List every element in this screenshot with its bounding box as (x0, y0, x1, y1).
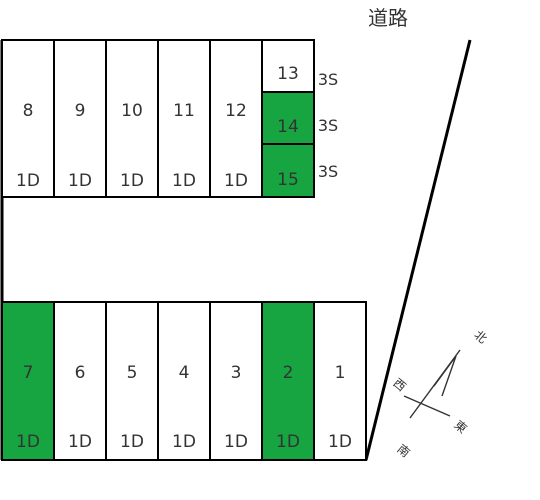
space-type: 3S (318, 162, 338, 181)
space-box (53, 301, 107, 461)
compass-ns-line (409, 349, 461, 419)
parking-space[interactable]: 3 1D (209, 301, 263, 461)
space-box (53, 39, 107, 198)
space-box (313, 301, 367, 461)
parking-space[interactable]: 8 1D (1, 39, 55, 198)
space-box (105, 301, 159, 461)
parking-space[interactable]: 9 1D (53, 39, 107, 198)
parking-space[interactable]: 1 1D (313, 301, 367, 461)
space-type: 1D (172, 432, 196, 452)
compass-north: 北 (471, 328, 489, 346)
space-type: 1D (328, 432, 352, 452)
space-number: 10 (121, 101, 143, 121)
space-type: 3S (318, 70, 338, 89)
space-number: 1 (335, 363, 346, 383)
compass-south: 南 (394, 441, 413, 460)
space-number: 3 (231, 363, 242, 383)
space-number: 2 (283, 363, 294, 383)
space-box (261, 301, 315, 461)
space-type: 1D (120, 432, 144, 452)
space-number: 5 (127, 363, 138, 383)
space-type: 3S (318, 116, 338, 135)
space-type: 1D (172, 171, 196, 191)
space-number: 14 (277, 117, 299, 137)
north-arrow-icon (433, 355, 457, 397)
parking-space[interactable]: 4 1D (157, 301, 211, 461)
space-number: 4 (179, 363, 190, 383)
parking-space[interactable]: 11 1D (157, 39, 211, 198)
space-number: 12 (225, 101, 247, 121)
space-box (209, 301, 263, 461)
space-box (261, 143, 315, 198)
road-label: 道路 (368, 6, 408, 30)
space-number: 9 (75, 101, 86, 121)
top-row-spaces: 8 1D 9 1D 10 1D 11 1D 12 1D (1, 39, 263, 198)
space-box (261, 91, 315, 145)
space-type: 1D (68, 171, 92, 191)
bottom-row-spaces: 7 1D 6 1D 5 1D 4 1D 3 1D 2 1D (1, 301, 367, 461)
compass-east: 東 (451, 418, 469, 436)
space-number: 8 (23, 101, 34, 121)
parking-space[interactable]: 10 1D (105, 39, 159, 198)
space-type: 1D (276, 432, 300, 452)
space-number: 13 (277, 64, 299, 84)
parking-space[interactable]: 15 3S (261, 143, 338, 198)
space-box (105, 39, 159, 198)
parking-space[interactable]: 12 1D (209, 39, 263, 198)
space-number: 11 (173, 101, 195, 121)
space-type: 1D (16, 171, 40, 191)
compass-west: 西 (390, 376, 408, 394)
space-type: 1D (224, 432, 248, 452)
space-box (261, 39, 315, 93)
parking-space[interactable]: 2 1D (261, 301, 315, 461)
compass-ew-line (403, 395, 451, 417)
space-number: 15 (277, 170, 299, 190)
space-number: 7 (23, 363, 34, 383)
parking-space[interactable]: 7 1D (1, 301, 55, 461)
space-type: 1D (16, 432, 40, 452)
parking-space[interactable]: 5 1D (105, 301, 159, 461)
parking-space[interactable]: 13 3S (261, 39, 338, 93)
parking-space[interactable]: 14 3S (261, 91, 338, 145)
space-type: 1D (224, 171, 248, 191)
parking-space[interactable]: 6 1D (53, 301, 107, 461)
stacked-spaces: 13 3S 14 3S 15 3S (261, 39, 338, 198)
space-type: 1D (120, 171, 144, 191)
space-box (1, 301, 55, 461)
space-number: 6 (75, 363, 86, 383)
space-type: 1D (68, 432, 92, 452)
road-boundary (364, 39, 472, 461)
compass: 北 西 東 南 (390, 328, 489, 460)
